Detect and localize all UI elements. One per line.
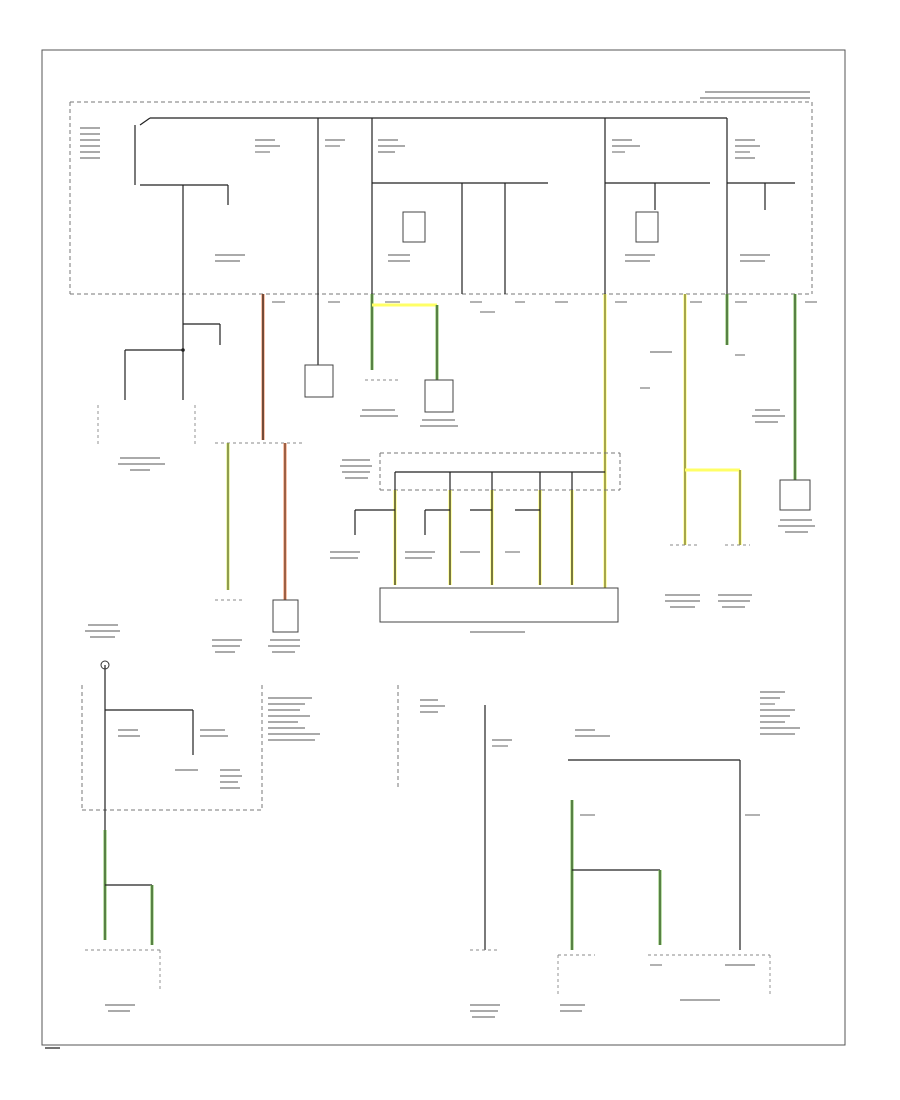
horn-component — [304, 294, 334, 398]
fuse-assembly-branches — [330, 490, 619, 633]
fuse-box — [69, 91, 813, 295]
bottom-left-circuit — [81, 624, 320, 1012]
bottom-middle-circuit — [397, 685, 800, 1018]
junction-block — [340, 294, 621, 590]
page-frame — [41, 49, 846, 1046]
transmission-range-switch — [97, 294, 221, 471]
orange-wire — [212, 294, 305, 653]
fuse-assembly — [379, 587, 619, 623]
right-wires — [640, 294, 815, 608]
wire-labels — [272, 301, 817, 313]
yellow-green-wires — [360, 294, 458, 427]
